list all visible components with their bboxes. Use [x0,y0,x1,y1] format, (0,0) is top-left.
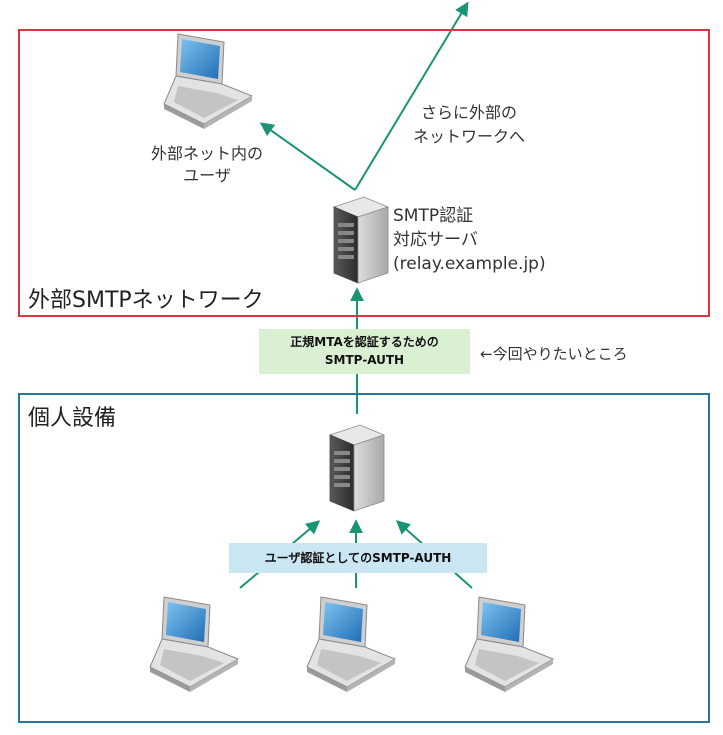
mta-auth-note: ←今回やりたいところ [480,345,628,363]
personal-equipment-frame [18,393,710,723]
mta-auth-line2: SMTP-AUTH [324,353,405,367]
mta-auth-line1: 正規MTAを認証するための [290,335,439,349]
smtp-server-caption: SMTP認証 対応サーバ (relay.example.jp) [393,204,546,276]
smtp-server-caption-line1: SMTP認証 [393,206,474,226]
user-auth-box: ユーザ認証としてのSMTP-AUTH [229,543,487,573]
external-user-caption-line1: 外部ネット内の [150,144,263,163]
mta-auth-box: 正規MTAを認証するための SMTP-AUTH [259,329,470,374]
external-network-label: 外部SMTPネットワーク [28,288,264,313]
smtp-server-caption-line3: (relay.example.jp) [393,254,546,274]
personal-equipment-label: 個人設備 [28,406,117,431]
smtp-server-caption-line2: 対応サーバ [393,230,478,250]
external-user-caption-line2: ユーザ [183,166,231,185]
external-user-caption: 外部ネット内の ユーザ [126,143,288,187]
relay-caption-line1: さらに外部の [420,103,517,122]
external-network-frame [18,29,710,317]
arrow-server-to-external-user [259,122,356,191]
relay-caption-line2: ネットワークへ [412,127,525,146]
relay-caption: さらに外部の ネットワークへ [402,101,536,149]
arrow-server-to-outside [354,1,469,191]
